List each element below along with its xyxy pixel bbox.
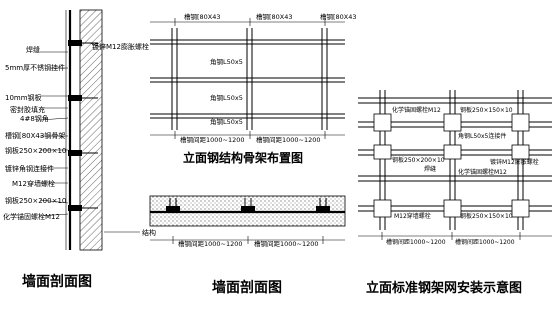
right-label-0: 化学锚固螺栓M12	[392, 106, 441, 114]
left-label-3: 10mm钢板	[5, 93, 42, 102]
left-label-2: 5mm厚不锈钢挂件	[5, 63, 65, 72]
middle-top-elevation: 槽钢[80X43 槽钢[80X43 槽钢[80X43 角钢L50x5 角钢L50…	[150, 12, 357, 165]
right-label-3: 钢板250×200×10	[392, 156, 445, 164]
left-wall-section: 焊缝 镀锌M12膨胀螺栓 5mm厚不锈钢挂件 10mm钢板 密封胶填充 4#8钢…	[3, 9, 156, 290]
right-label-7: M12穿墙螺栓	[394, 212, 431, 220]
mb-dim-0: 槽钢间距1000~1200	[178, 239, 243, 248]
left-label-0: 焊缝	[26, 45, 40, 54]
top-dim-0: 槽钢[80X43	[184, 12, 221, 21]
left-caption: 墙面剖面图	[22, 273, 92, 290]
connector-group	[68, 40, 98, 211]
left-label-6: 槽钢[80X43钢骨架	[5, 131, 65, 140]
vertical-channels	[171, 28, 328, 130]
left-label-10: 钢板250×200×10	[5, 196, 66, 205]
mt-bottom-dim-1: 槽钢间距1000~1200	[256, 135, 321, 144]
mt-bottom-dim-0: 槽钢间距1000~1200	[180, 135, 245, 144]
right-label-1: 钢板250×150×10	[460, 106, 513, 114]
section-brackets	[166, 198, 330, 212]
right-label-8: 钢板250×150×10	[460, 212, 513, 220]
left-label-7: 钢板250×200×10	[5, 146, 66, 155]
angle-label-2: 角钢L50x5	[210, 117, 243, 126]
right-label-5: 化学锚固螺栓M12	[458, 168, 507, 176]
left-label-5: 4#8钢角	[20, 114, 49, 123]
left-label-8: 镀锌角钢连接件	[5, 164, 54, 173]
right-label-6: 镀锌M12膨胀螺栓	[490, 158, 539, 166]
left-label-11: 化学锚固螺栓M12	[3, 212, 60, 221]
left-label-12: 结构	[142, 228, 156, 237]
mb-dim-1: 槽钢间距1000~1200	[254, 239, 319, 248]
middle-top-caption: 立面钢结构骨架布置图	[183, 150, 303, 165]
horizontal-angles	[150, 39, 345, 119]
middle-bottom-caption: 墙面剖面图	[212, 279, 282, 296]
angle-label-0: 角钢L50x5	[210, 57, 243, 66]
top-dim-1: 槽钢[80X43	[256, 12, 293, 21]
right-label-4: 焊缝	[424, 165, 436, 173]
right-caption: 立面标准钢架网安装示意图	[366, 280, 522, 296]
left-label-1: 镀锌M12膨胀螺栓	[92, 42, 149, 51]
right-installation: 化学锚固螺栓M12 钢板250×150×10 角钢L50x5连接件 钢板250×…	[358, 90, 552, 296]
top-dim-2: 槽钢[80X43	[320, 12, 357, 21]
right-plates	[373, 113, 530, 218]
wall-structure	[79, 9, 103, 251]
angle-label-1: 角钢L50x5	[210, 93, 243, 102]
left-label-9: M12穿墙螺栓	[12, 179, 55, 188]
right-dim-1: 槽钢间距1000~1200	[455, 238, 515, 246]
right-label-2: 角钢L50x5连接件	[458, 132, 506, 140]
left-label-4: 密封胶填充	[10, 105, 45, 114]
leader-lines	[39, 42, 140, 233]
middle-bottom-section: 槽钢间距1000~1200 槽钢间距1000~1200 墙面剖面图	[149, 195, 346, 296]
right-dim-0: 槽钢间距1000~1200	[386, 238, 446, 246]
